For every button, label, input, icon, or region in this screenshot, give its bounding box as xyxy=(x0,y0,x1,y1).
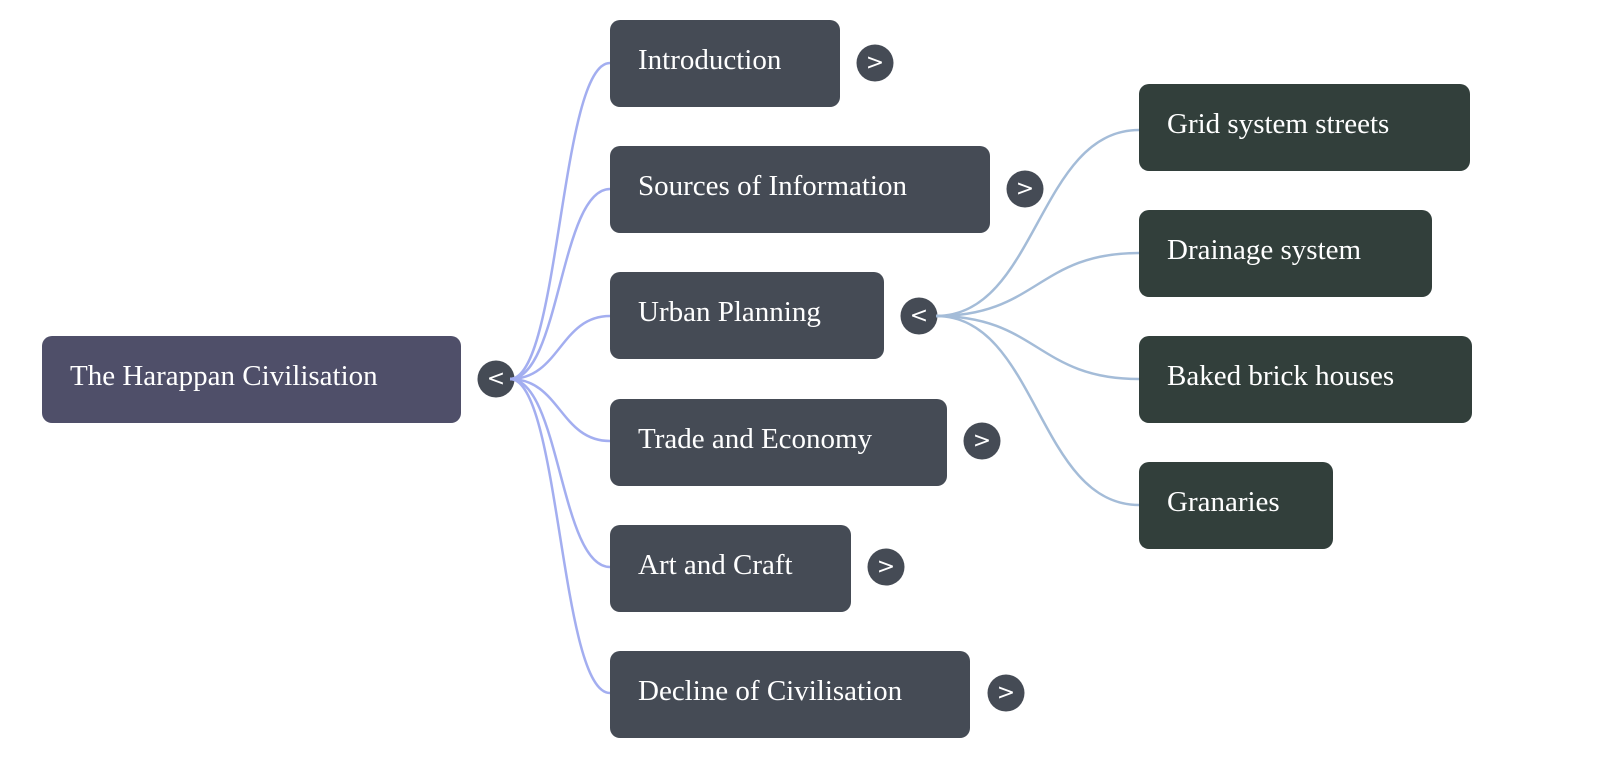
expand-toggle-introduction[interactable]: > xyxy=(856,44,894,82)
collapse-toggle-urban-planning[interactable]: < xyxy=(900,297,938,335)
edge-root-branch-0 xyxy=(509,61,611,381)
edge-urban-leaf-1 xyxy=(935,251,1140,318)
expand-toggle-decline[interactable]: > xyxy=(987,674,1025,712)
edge-urban-leaf-2 xyxy=(935,314,1140,381)
edge-root-branch-3 xyxy=(509,377,611,443)
edge-root-branch-5 xyxy=(509,377,611,695)
edge-root-branch-4 xyxy=(509,377,611,569)
expand-toggle-art[interactable]: > xyxy=(867,548,905,586)
leaf-grid-system-streets[interactable]: Grid system streets xyxy=(1139,84,1470,171)
branch-introduction[interactable]: Introduction xyxy=(610,20,840,107)
leaf-baked-brick-houses[interactable]: Baked brick houses xyxy=(1139,336,1472,423)
edge-root-branch-1 xyxy=(509,187,611,381)
expand-toggle-trade[interactable]: > xyxy=(963,422,1001,460)
leaf-drainage-system[interactable]: Drainage system xyxy=(1139,210,1432,297)
leaf-granaries[interactable]: Granaries xyxy=(1139,462,1333,549)
branch-urban-planning[interactable]: Urban Planning xyxy=(610,272,884,359)
branch-decline-of-civilisation[interactable]: Decline of Civilisation xyxy=(610,651,970,738)
branch-trade-and-economy[interactable]: Trade and Economy xyxy=(610,399,947,486)
edge-root-branch-2 xyxy=(509,314,611,381)
root-collapse-toggle[interactable]: < xyxy=(477,360,515,398)
edge-urban-leaf-3 xyxy=(935,314,1140,507)
expand-toggle-sources[interactable]: > xyxy=(1006,170,1044,208)
root-node[interactable]: The Harappan Civilisation xyxy=(42,336,461,423)
branch-art-and-craft[interactable]: Art and Craft xyxy=(610,525,851,612)
branch-sources-of-information[interactable]: Sources of Information xyxy=(610,146,990,233)
